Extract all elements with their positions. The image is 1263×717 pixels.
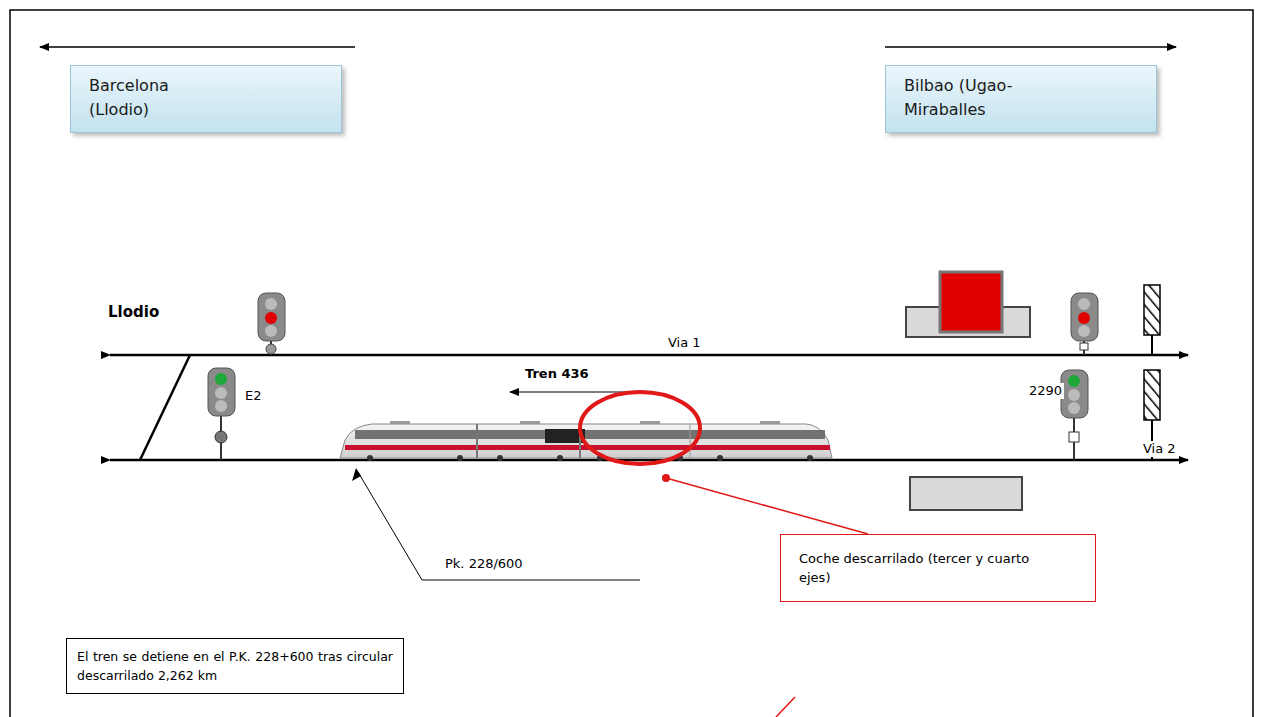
signal (1071, 293, 1098, 355)
box-text: Bilbao (Ugao-Miraballes (904, 74, 1074, 122)
callout-box: Coche descarrilado (tercer y cuarto ejes… (780, 534, 1096, 602)
frame (10, 10, 1253, 717)
box-text: Coche descarrilado (tercer y cuarto ejes… (799, 549, 1044, 587)
track-via-2 (110, 459, 1188, 462)
highlight-ellipse (580, 392, 700, 464)
pk-pointer (358, 472, 640, 580)
limit-board (1140, 285, 1164, 355)
signal (258, 293, 285, 355)
box-text: Barcelona (Llodio) (89, 74, 199, 122)
pk-pointer-head (352, 468, 361, 481)
leader-line (666, 478, 868, 534)
kilometer-point: Pk. 228/600 (443, 556, 525, 572)
train-number: Tren 436 (523, 366, 591, 382)
signal (1061, 370, 1088, 460)
origin-box: Barcelona (Llodio) (70, 65, 342, 133)
direction-arrow (885, 46, 1176, 48)
track-name: Via 1 (666, 335, 703, 351)
box-text: El tren se detiene en el P.K. 228+600 tr… (77, 647, 393, 685)
signal-name: E2 (243, 388, 264, 404)
note-box: El tren se detiene en el P.K. 228+600 tr… (66, 638, 404, 694)
leader-line (776, 697, 795, 717)
track-name: Via 2 (1141, 441, 1178, 457)
direction-arrow (40, 46, 355, 48)
station-name: Llodio (106, 303, 161, 321)
platform (910, 477, 1022, 510)
destination-box: Bilbao (Ugao-Miraballes (885, 65, 1157, 133)
signal-name: 2290 (1027, 383, 1064, 399)
crossover (140, 355, 190, 460)
signal (208, 368, 235, 460)
station-building (940, 272, 1002, 332)
leader-dot (662, 474, 670, 482)
